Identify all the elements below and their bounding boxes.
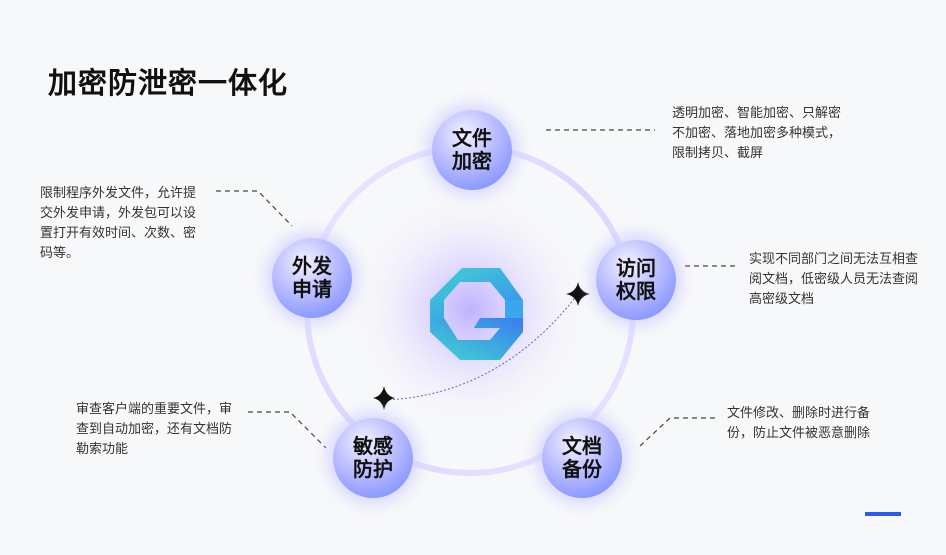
description-sensitive-protection: 审查客户端的重要文件，审查到自动加密，还有文档防勒索功能 <box>76 402 233 457</box>
connector-defense <box>248 411 327 449</box>
node-document-backup: 文档 备份 <box>542 418 622 498</box>
node-access-permission-label: 访问 权限 <box>616 256 656 303</box>
node-file-encryption-label: 文件 加密 <box>452 126 492 173</box>
description-document-backup: 文件修改、删除时进行备份，防止文件被恶意删除 <box>727 406 871 441</box>
node-sensitive-protection: 敏感 防护 <box>333 418 413 498</box>
sparkle-icon <box>566 282 590 306</box>
page-title: 加密防泄密一体化 <box>48 66 289 100</box>
center-glow <box>350 190 590 430</box>
accent-bar <box>865 512 901 516</box>
node-sensitive-protection-label: 敏感 防护 <box>353 434 393 481</box>
node-access-permission: 访问 权限 <box>596 240 676 320</box>
node-outgoing-request: 外发 申请 <box>272 238 352 318</box>
sparkle-icon <box>373 386 395 410</box>
logo-icon <box>430 268 523 360</box>
node-document-backup-label: 文档 备份 <box>562 434 602 481</box>
node-file-encryption: 文件 加密 <box>432 110 512 190</box>
orbit-arc <box>384 293 579 401</box>
description-file-encryption: 透明加密、智能加密、只解密不加密、落地加密多种模式，限制拷贝、截屏 <box>672 106 842 161</box>
description-access-permission: 实现不同部门之间无法互相查阅文档，低密级人员无法查阅高密级文档 <box>749 252 919 307</box>
connector-outgoing <box>216 190 293 227</box>
node-outgoing-request-label: 外发 申请 <box>292 254 332 301</box>
description-outgoing-request: 限制程序外发文件，允许提交外发申请，外发包可以设置打开有效时间、次数、密码等。 <box>40 186 197 261</box>
connector-backup <box>639 417 716 447</box>
